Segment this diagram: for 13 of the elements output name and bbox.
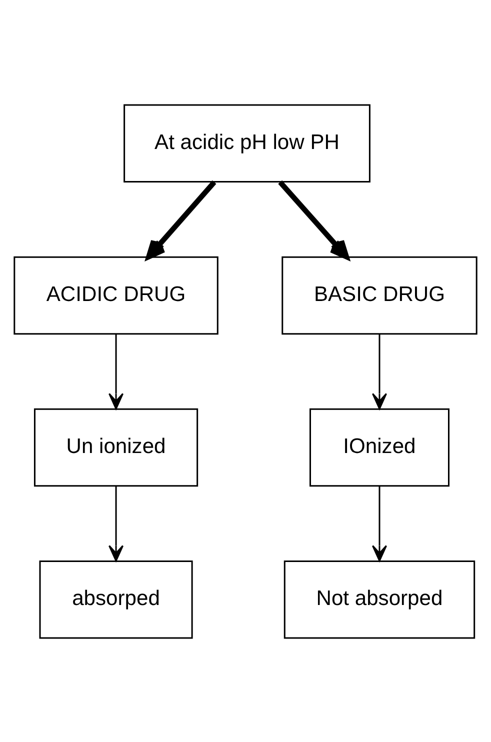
arrow	[278, 180, 349, 259]
node-box: BASIC DRUG	[282, 256, 478, 334]
node-box: At acidic pH low PH	[124, 104, 370, 182]
node-box: absorped	[39, 560, 193, 638]
arrow	[108, 334, 124, 410]
node-box: IOnized	[309, 408, 450, 486]
node-box: Not absorped	[284, 560, 476, 638]
arrow	[108, 486, 124, 562]
node-box: ACIDIC DRUG	[14, 256, 218, 334]
arrow	[372, 334, 388, 410]
arrow	[146, 180, 216, 259]
node-box: Un ionized	[34, 408, 198, 486]
arrow	[372, 486, 388, 562]
